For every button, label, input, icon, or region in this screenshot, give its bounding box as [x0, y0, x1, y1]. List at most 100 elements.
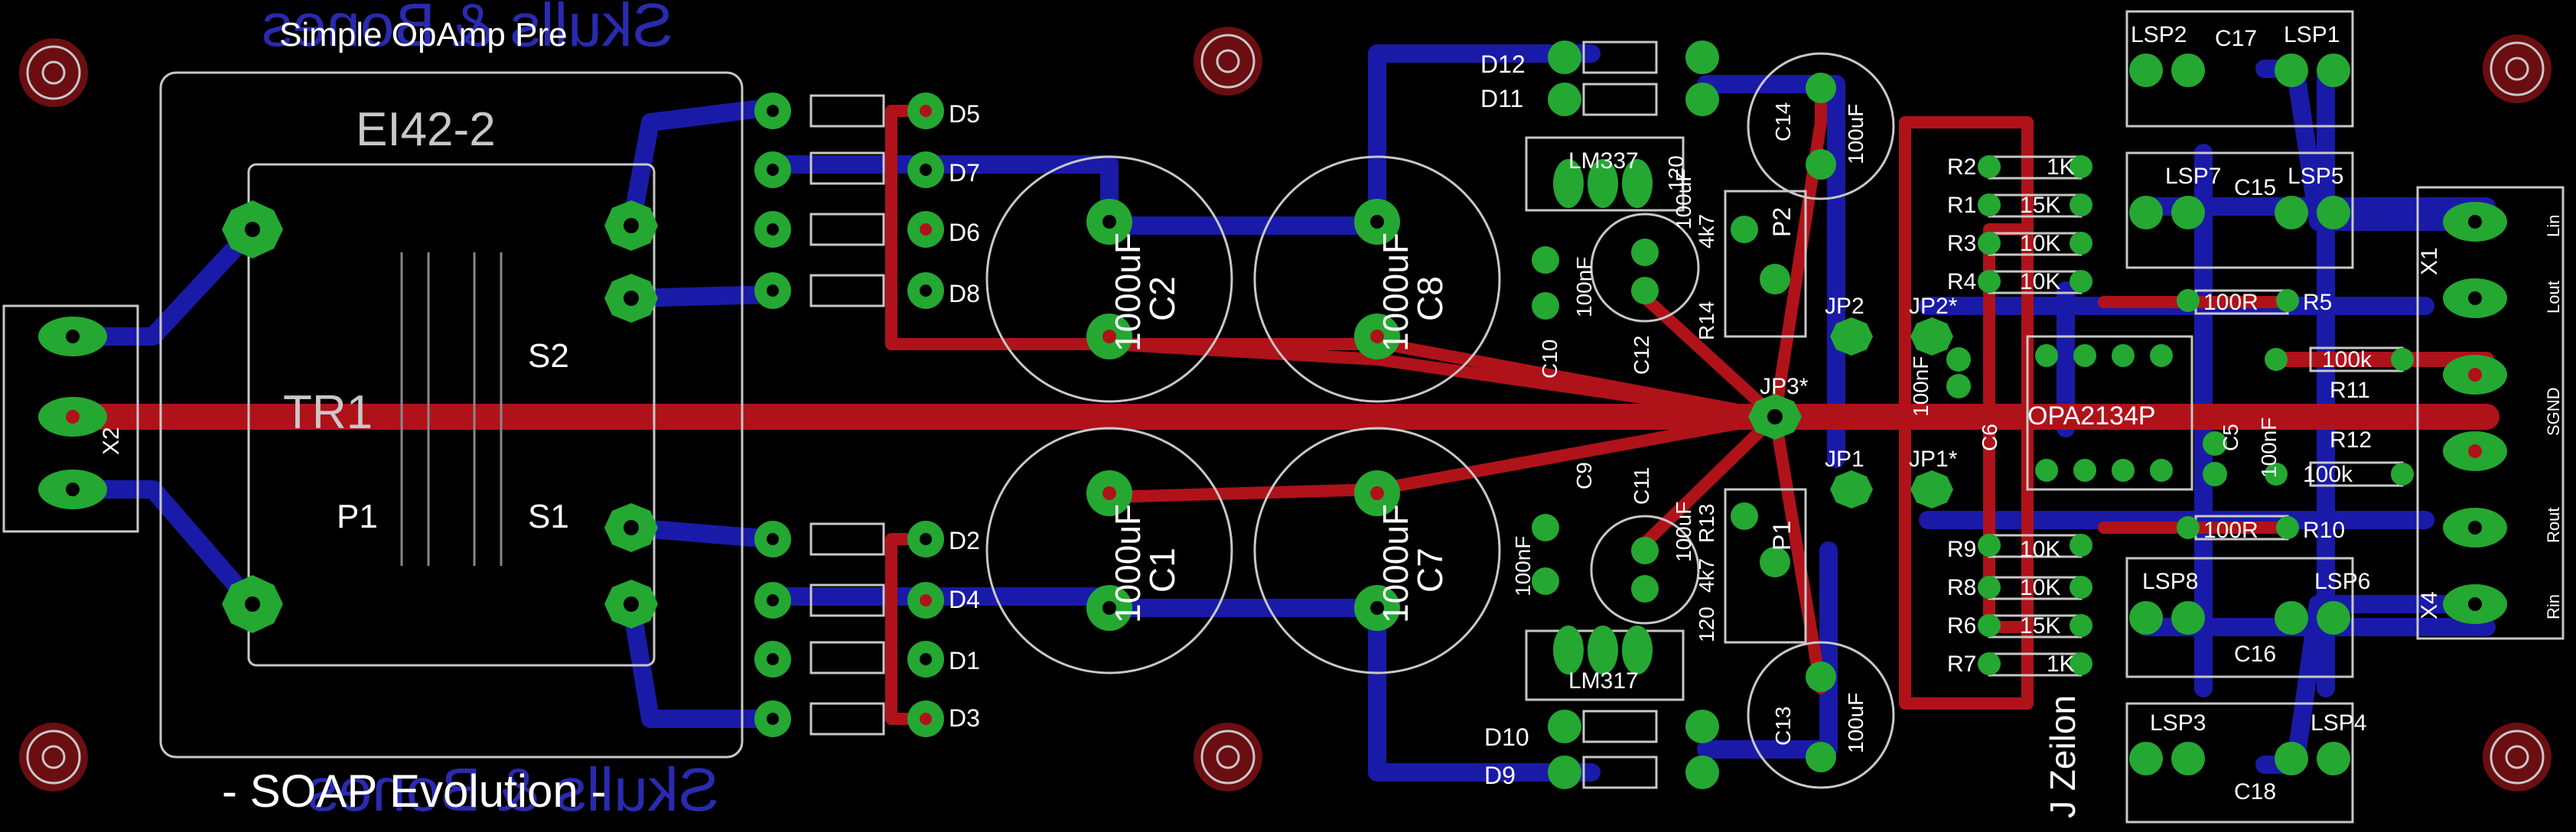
label-r5: R5 — [2303, 290, 2332, 315]
label-r8: R8 — [1947, 575, 1976, 600]
pads — [38, 41, 2507, 789]
board-title: Simple OpAmp Pre — [279, 16, 568, 54]
label-lm317: LM317 — [1568, 668, 1639, 694]
value-c11: 100uF — [1672, 502, 1695, 562]
label-lsp5: LSP5 — [2288, 164, 2343, 189]
label-r14: R14 — [1695, 301, 1718, 340]
mounting-hole — [2483, 723, 2552, 791]
label-p1: P1 — [1768, 521, 1796, 551]
label-c11: C11 — [1630, 467, 1653, 505]
label-jp3s: JP3* — [1760, 374, 1809, 399]
value-r5: 100R — [2203, 290, 2258, 315]
pin-rin: Rin — [2544, 594, 2563, 619]
label-d1: D1 — [949, 647, 980, 674]
mirror-text-top: Skulls & Bones — [262, 0, 673, 59]
label-c5: C5 — [2219, 424, 2242, 451]
label-d4: D4 — [949, 586, 980, 613]
label-c8: C8 — [1410, 276, 1450, 321]
label-lsp3: LSP3 — [2150, 710, 2206, 736]
label-c9: C9 — [1572, 462, 1596, 489]
author-label: J Zeilon — [2043, 695, 2083, 818]
connector-x2: X2 — [99, 427, 124, 455]
transformer-name: TR1 — [283, 386, 373, 439]
label-d8: D8 — [949, 280, 980, 307]
label-r4: R4 — [1947, 269, 1976, 294]
value-r6: 15K — [2020, 613, 2060, 639]
label-lsp2: LSP2 — [2131, 22, 2187, 47]
pin-lin: Lin — [2544, 215, 2563, 237]
label-d10: D10 — [1484, 723, 1529, 751]
value-c5: 100nF — [2257, 418, 2281, 478]
value-r14: 4k7 — [1695, 214, 1718, 249]
pin-sgnd: SGND — [2544, 387, 2563, 436]
label-jp2: JP2 — [1825, 294, 1864, 319]
value-c2: 1000uF — [1108, 232, 1148, 352]
label-lsp4: LSP4 — [2311, 710, 2366, 736]
pin-rout: Rout — [2544, 508, 2563, 543]
value-r12b: 120 — [1664, 155, 1688, 191]
value-c6: 100nF — [1909, 356, 1933, 417]
label-c1: C1 — [1142, 548, 1182, 593]
label-r11: R11 — [2330, 378, 2370, 403]
label-r2: R2 — [1947, 154, 1976, 180]
value-c7: 1000uF — [1376, 504, 1415, 623]
label-c16: C16 — [2234, 642, 2276, 667]
label-d5: D5 — [949, 100, 980, 128]
label-jp1: JP1 — [1825, 447, 1864, 472]
label-r7: R7 — [1947, 652, 1976, 677]
label-jp1s: JP1* — [1909, 447, 1958, 472]
label-p2: P2 — [1768, 207, 1796, 237]
mounting-hole — [1194, 723, 1262, 791]
value-c8: 1000uF — [1376, 232, 1415, 352]
label-c10: C10 — [1538, 340, 1562, 379]
labels: Simple OpAmp Pre - SOAP Evolution - J Ze… — [99, 16, 2563, 818]
label-opamp: OPA2134P — [2027, 401, 2156, 431]
label-c2: C2 — [1142, 276, 1182, 321]
label-lsp7: LSP7 — [2165, 164, 2221, 189]
label-c17: C17 — [2215, 26, 2257, 51]
value-r9: 10K — [2020, 537, 2060, 562]
mirror-text-bottom: Skulls & Bones — [308, 756, 719, 824]
label-r1: R1 — [1947, 193, 1976, 218]
value-r3: 10K — [2020, 231, 2060, 256]
label-c12: C12 — [1630, 336, 1653, 375]
label-r3: R3 — [1947, 231, 1976, 256]
value-r7: 1K — [2047, 652, 2075, 677]
value-c14: 100uF — [1844, 104, 1868, 164]
value-c1: 1000uF — [1108, 504, 1148, 623]
value-r12: 100k — [2303, 462, 2353, 487]
label-r6: R6 — [1947, 613, 1976, 639]
value-c12: 100uF — [1672, 169, 1695, 229]
value-r8: 10K — [2020, 575, 2060, 600]
label-r9: R9 — [1947, 537, 1976, 562]
label-c15: C15 — [2234, 175, 2276, 200]
label-r10: R10 — [2303, 518, 2345, 543]
mounting-hole — [2483, 34, 2552, 103]
label-d11: D11 — [1480, 85, 1523, 112]
pin-p1: P1 — [337, 498, 378, 535]
label-jp2s: JP2* — [1909, 294, 1958, 319]
value-c9: 100nF — [1511, 536, 1535, 596]
label-lsp1: LSP1 — [2284, 22, 2340, 47]
label-d2: D2 — [949, 527, 980, 554]
label-c13: C13 — [1771, 707, 1795, 746]
label-d12: D12 — [1480, 50, 1526, 78]
value-r13b: 120 — [1695, 606, 1718, 642]
value-r13: 4k7 — [1695, 558, 1718, 593]
label-r13: R13 — [1695, 504, 1718, 543]
pin-lout: Lout — [2544, 281, 2563, 314]
label-c18: C18 — [2234, 779, 2276, 804]
pin-s1: S1 — [528, 498, 569, 535]
pin-s2: S2 — [528, 337, 569, 375]
label-c14: C14 — [1771, 102, 1795, 141]
mounting-hole — [1194, 27, 1262, 96]
label-c6: C6 — [1978, 424, 2001, 451]
mounting-hole — [19, 723, 88, 791]
transformer-package: EI42-2 — [356, 103, 496, 156]
board-subtitle: - SOAP Evolution - — [222, 765, 606, 817]
mounting-hole — [19, 38, 88, 107]
value-c10: 100nF — [1572, 257, 1596, 317]
label-d7: D7 — [949, 159, 980, 187]
label-d3: D3 — [949, 704, 980, 732]
